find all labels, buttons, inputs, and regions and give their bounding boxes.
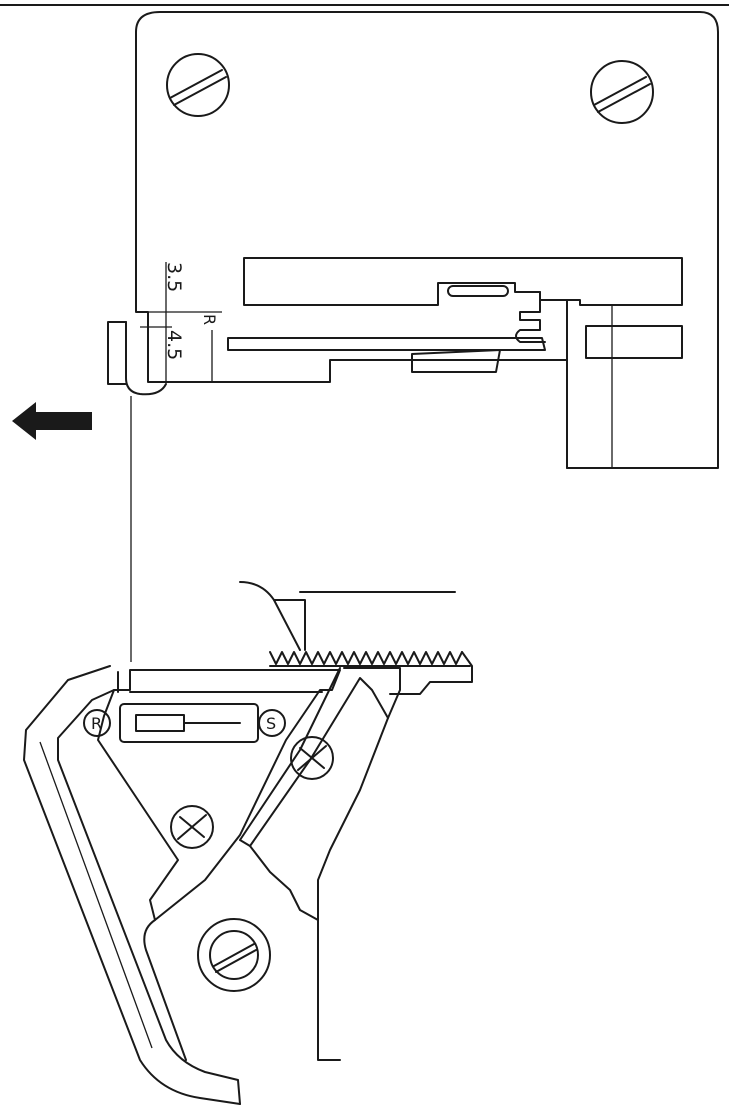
hook-notch: [515, 291, 546, 343]
mark-r-label: R: [91, 714, 102, 733]
slotted-screw-icon: [166, 53, 230, 117]
feed-dog-teeth: [269, 651, 463, 665]
needle-guide: [227, 337, 546, 351]
mark-r-circle: [83, 709, 111, 737]
side-block: [585, 325, 683, 359]
lower-body-outer: [23, 665, 241, 1105]
feed-slot: [243, 257, 683, 306]
dimension-label-top: 3.5: [163, 262, 185, 292]
mark-s-circle: [258, 709, 286, 737]
needle-plate: [135, 11, 719, 469]
adjustment-slot: [119, 703, 259, 743]
right-arm: [239, 667, 389, 1061]
feed-bar: [239, 581, 456, 651]
lower-bracket: [143, 845, 319, 1061]
arrow-left-icon: [12, 402, 92, 440]
slotted-screw-icon: [197, 918, 271, 992]
lower-body-frame: [97, 669, 341, 921]
cross-screw-icon: [170, 805, 214, 849]
mark-s-label: S: [266, 714, 276, 733]
dimension-label-bottom: 4.5: [163, 330, 185, 360]
slotted-screw-icon: [590, 60, 654, 124]
cross-screw-icon: [290, 736, 334, 780]
plate-mark-label: R: [200, 314, 219, 325]
guide-tab: [107, 321, 127, 385]
